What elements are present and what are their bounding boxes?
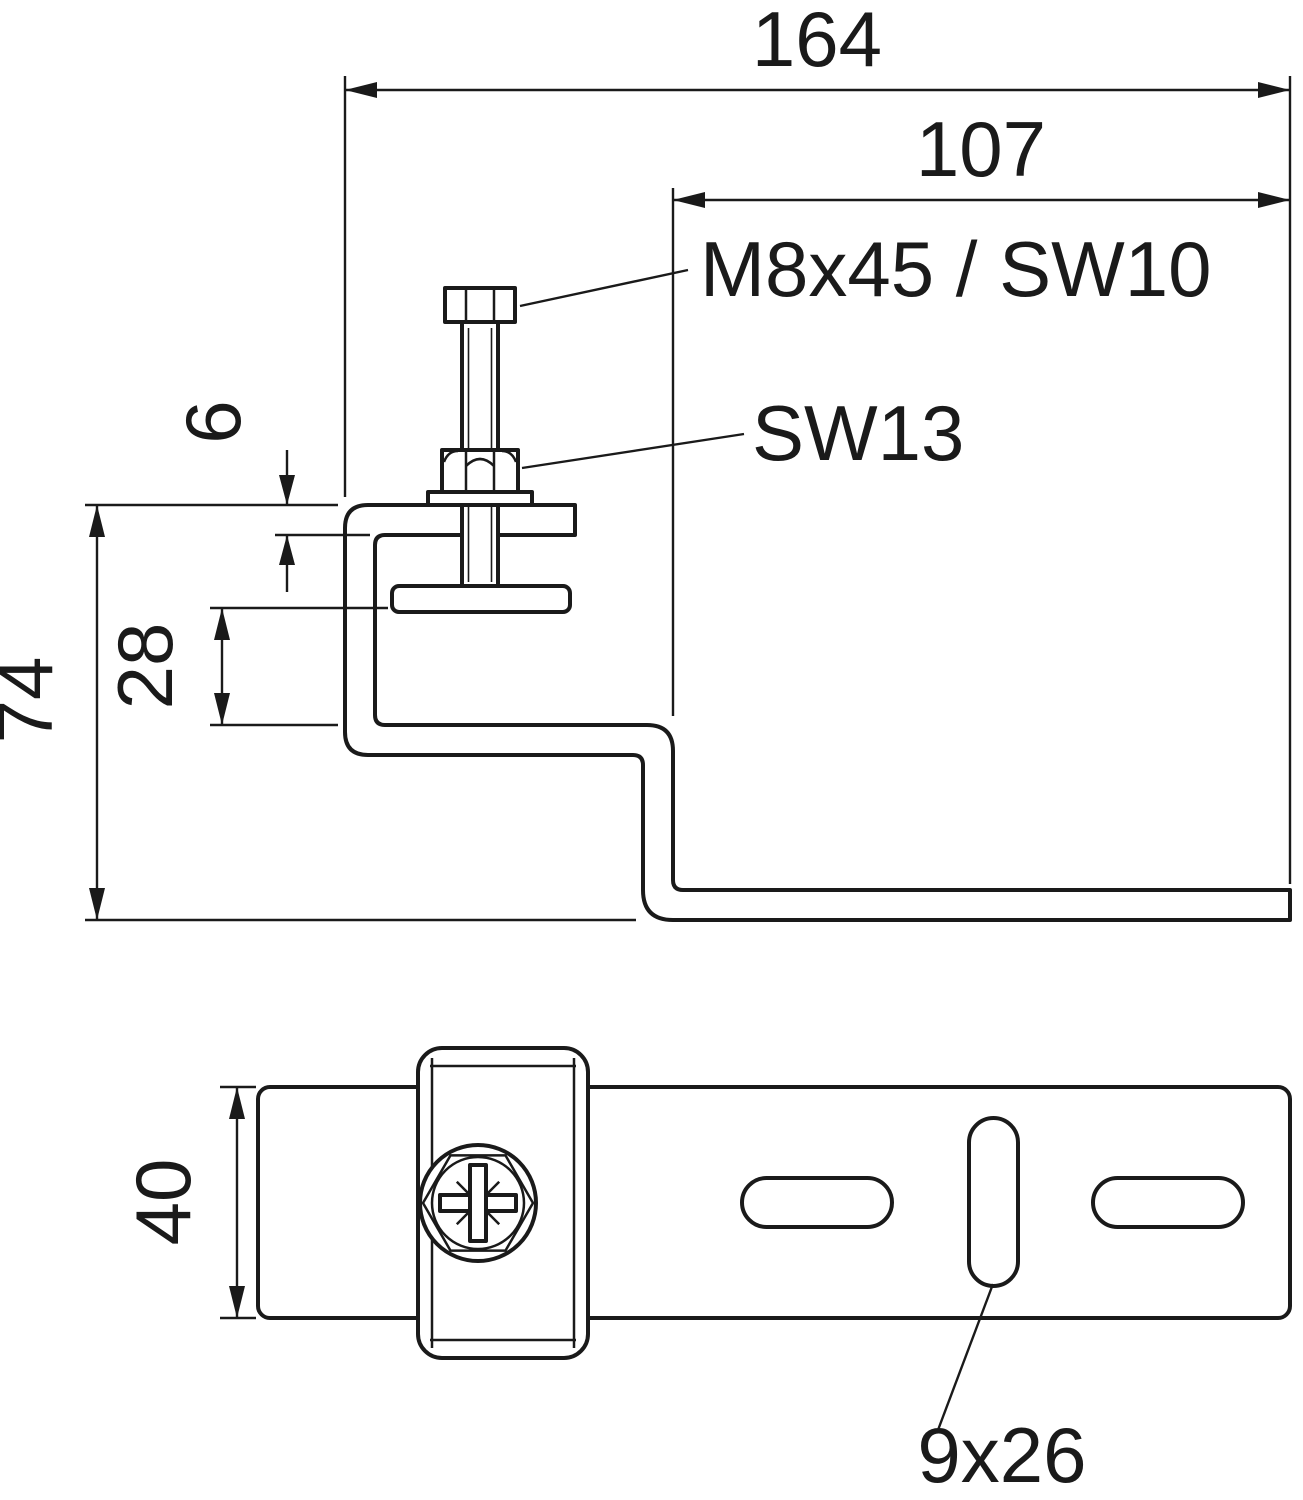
dimension-plate-width: 40 (119, 1085, 256, 1320)
bolt-leader-line (519, 268, 689, 308)
dimension-clamp-opening: 28 (101, 606, 388, 727)
hex-nut (440, 448, 520, 494)
nut-leader-line (521, 432, 745, 470)
dimension-plate-length: 107 (671, 105, 1290, 716)
screw-hex-outline (421, 1154, 535, 1252)
pozidriv-cross (438, 1163, 518, 1243)
bracket-profile (343, 503, 1292, 922)
washer (426, 490, 534, 507)
dim-clamp-opening-value: 28 (101, 623, 189, 710)
slot-label: 9x26 (917, 1411, 1086, 1499)
slot-hole-center (967, 1116, 1020, 1288)
plan-view: 40 9x26 (119, 1046, 1292, 1499)
dim-total-length-value: 164 (752, 0, 882, 83)
dim-plate-width-value: 40 (119, 1159, 207, 1246)
nut-label: SW13 (752, 389, 964, 477)
dimension-total-height: 74 (0, 503, 636, 922)
dim-plate-length-value: 107 (916, 105, 1046, 193)
dim-total-height-value: 74 (0, 657, 69, 744)
pressure-plate (390, 584, 572, 614)
slot-leader-line (936, 1283, 995, 1431)
clamp-screw-head (418, 1143, 538, 1263)
bolt-label: M8x45 / SW10 (700, 225, 1212, 313)
dimension-total-length: 164 (343, 0, 1292, 884)
slot-hole-right (1091, 1176, 1245, 1229)
side-view: M8x45 / SW10 SW13 164 107 (0, 0, 1292, 922)
dim-flange-gap-value: 6 (169, 400, 257, 443)
dimension-flange-gap: 6 (169, 400, 370, 592)
slot-hole-left (740, 1176, 894, 1229)
bolt-head (443, 286, 517, 324)
